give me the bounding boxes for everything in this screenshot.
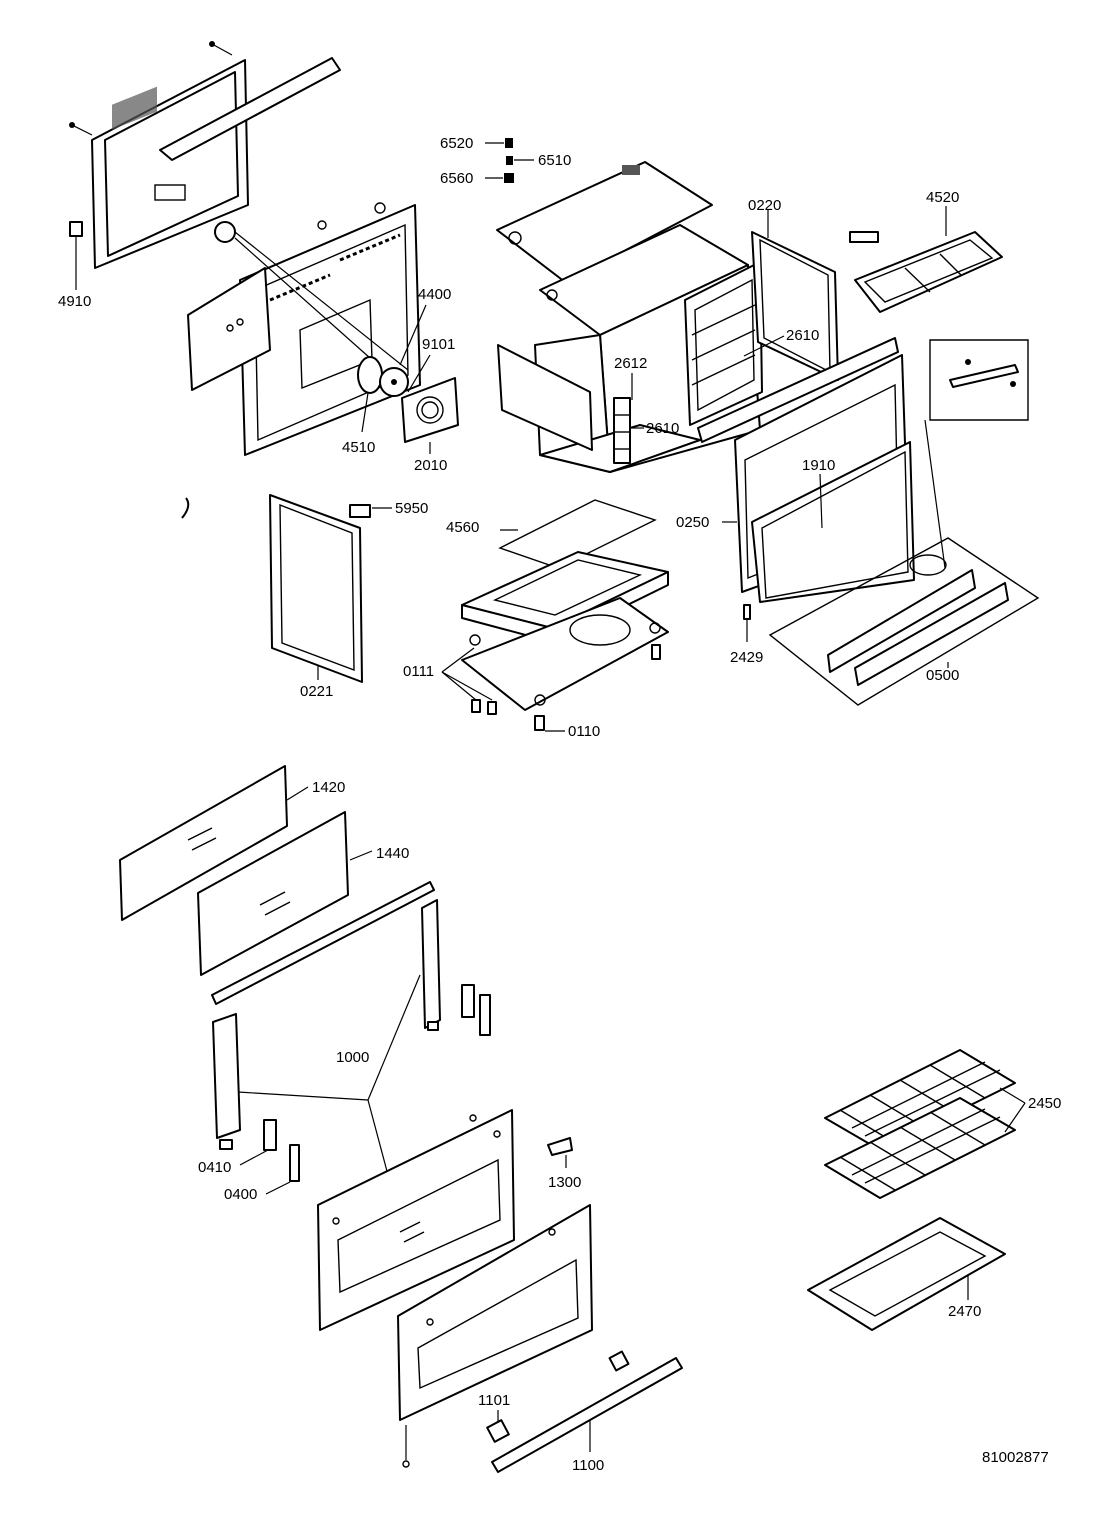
document-number: 81002877 [982,1449,1049,1466]
label-0221: 0221 [300,683,333,700]
leaders-1000 [237,974,421,1176]
label-1420: 1420 [312,779,345,796]
door-side-rail-right [421,899,441,1031]
clip [181,497,190,519]
fan-motor-4400 [214,221,409,371]
label-0220: 0220 [748,197,781,214]
inner-door-panel [317,1109,515,1331]
label-1910: 1910 [802,457,835,474]
glass-pane-1420 [119,765,309,921]
label-6510: 6510 [538,152,571,169]
hinge-right [461,984,491,1036]
grill-element-4520 [849,206,1003,313]
hinge-clip-5950 [349,504,392,518]
front-frame-0250 [697,337,915,603]
label-9101: 9101 [422,336,455,353]
label-1100: 1100 [572,1457,604,1474]
label-2610-lower: 2610 [646,420,679,437]
fan-cover-2010 [401,377,459,454]
door-side-rail-left [212,1013,241,1150]
label-2610-upper: 2610 [786,327,819,344]
terminal-block-4910 [69,221,83,290]
door-top-strip [211,881,435,1005]
label-6520: 6520 [440,135,473,152]
label-0410: 0410 [198,1159,231,1176]
foot-0110 [534,715,565,732]
label-1101: 1101 [478,1392,510,1409]
screw-2429 [743,604,751,642]
rear-cover-panel [69,41,341,269]
insulation-pad [187,267,271,391]
bottom-element-4560 [498,499,657,569]
label-4910: 4910 [58,293,91,310]
label-1000: 1000 [336,1049,369,1066]
leaders-2450 [999,1087,1026,1133]
label-4560: 4560 [446,519,479,536]
label-2429: 2429 [730,649,763,666]
label-0250: 0250 [676,514,709,531]
label-6560: 6560 [440,170,473,187]
wire-rack-lower [824,1097,1016,1199]
label-4520: 4520 [926,189,959,206]
cavity-body [497,261,763,473]
label-2612: 2612 [614,355,647,372]
knob-stack [485,138,534,183]
bottom-plate [461,597,669,711]
clip-1300 [547,1137,573,1168]
label-4510: 4510 [342,439,375,456]
outer-door-panel [397,1204,593,1468]
glass-pane-1440 [197,811,373,976]
handle-1100 [491,1350,683,1473]
label-0111: 0111 [403,663,434,680]
fan-blade [379,367,409,397]
label-1300: 1300 [548,1174,581,1191]
side-panel-0220 [751,210,839,381]
label-2010: 2010 [414,457,447,474]
feet-0111 [441,647,497,715]
label-0110: 0110 [568,723,600,740]
hinge-0410 [239,1119,277,1166]
top-plate [496,161,713,283]
label-1440: 1440 [376,845,409,862]
label-0500: 0500 [926,667,959,684]
base-assembly-0500 [768,537,1040,706]
hinge-0400 [265,1144,300,1195]
handle-detail-box [924,339,1029,569]
handle-end-1101 [486,1410,510,1443]
label-0400: 0400 [224,1186,257,1203]
label-5950: 5950 [395,500,428,517]
baking-tray-2470 [807,1217,1006,1331]
door-seal-0221 [269,494,363,683]
label-2450: 2450 [1028,1095,1061,1112]
rack-support [613,397,631,464]
label-2470: 2470 [948,1303,981,1320]
label-4400: 4400 [418,286,451,303]
wire-rack-upper [824,1049,1016,1151]
